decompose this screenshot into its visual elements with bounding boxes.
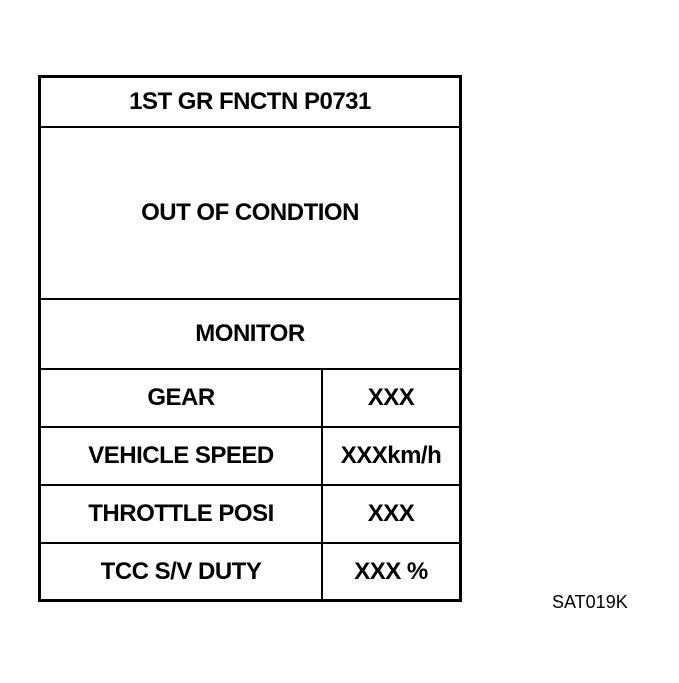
monitor-item-value: XXXkm/h — [340, 442, 442, 469]
monitor-item-label: GEAR — [41, 370, 323, 426]
monitor-item-label: TCC S/V DUTY — [41, 544, 323, 599]
monitor-item-value: XXX % — [354, 557, 428, 585]
figure-code: SAT019K — [552, 592, 628, 612]
consult-screen-panel: 1ST GR FNCTN P0731 OUT OF CONDTION MONIT… — [38, 75, 462, 602]
screen-title-text: 1ST GR FNCTN P0731 — [129, 88, 371, 115]
monitor-row-throttle-posi: THROTTLE POSI XXX — [41, 486, 459, 544]
monitor-header: MONITOR — [41, 300, 459, 370]
screen-title: 1ST GR FNCTN P0731 — [41, 78, 459, 128]
status-text: OUT OF CONDTION — [141, 199, 359, 226]
monitor-item-value: XXX — [367, 500, 415, 527]
monitor-row-vehicle-speed: VEHICLE SPEED XXXkm/h — [41, 428, 459, 486]
monitor-label: MONITOR — [195, 320, 305, 347]
monitor-row-tcc-duty: TCC S/V DUTY XXX % — [41, 544, 459, 599]
monitor-item-label: VEHICLE SPEED — [41, 428, 323, 484]
monitor-row-gear: GEAR XXX — [41, 370, 459, 428]
status-area: OUT OF CONDTION — [41, 128, 459, 300]
monitor-item-value: XXX — [367, 384, 415, 411]
monitor-item-label: THROTTLE POSI — [41, 486, 323, 542]
